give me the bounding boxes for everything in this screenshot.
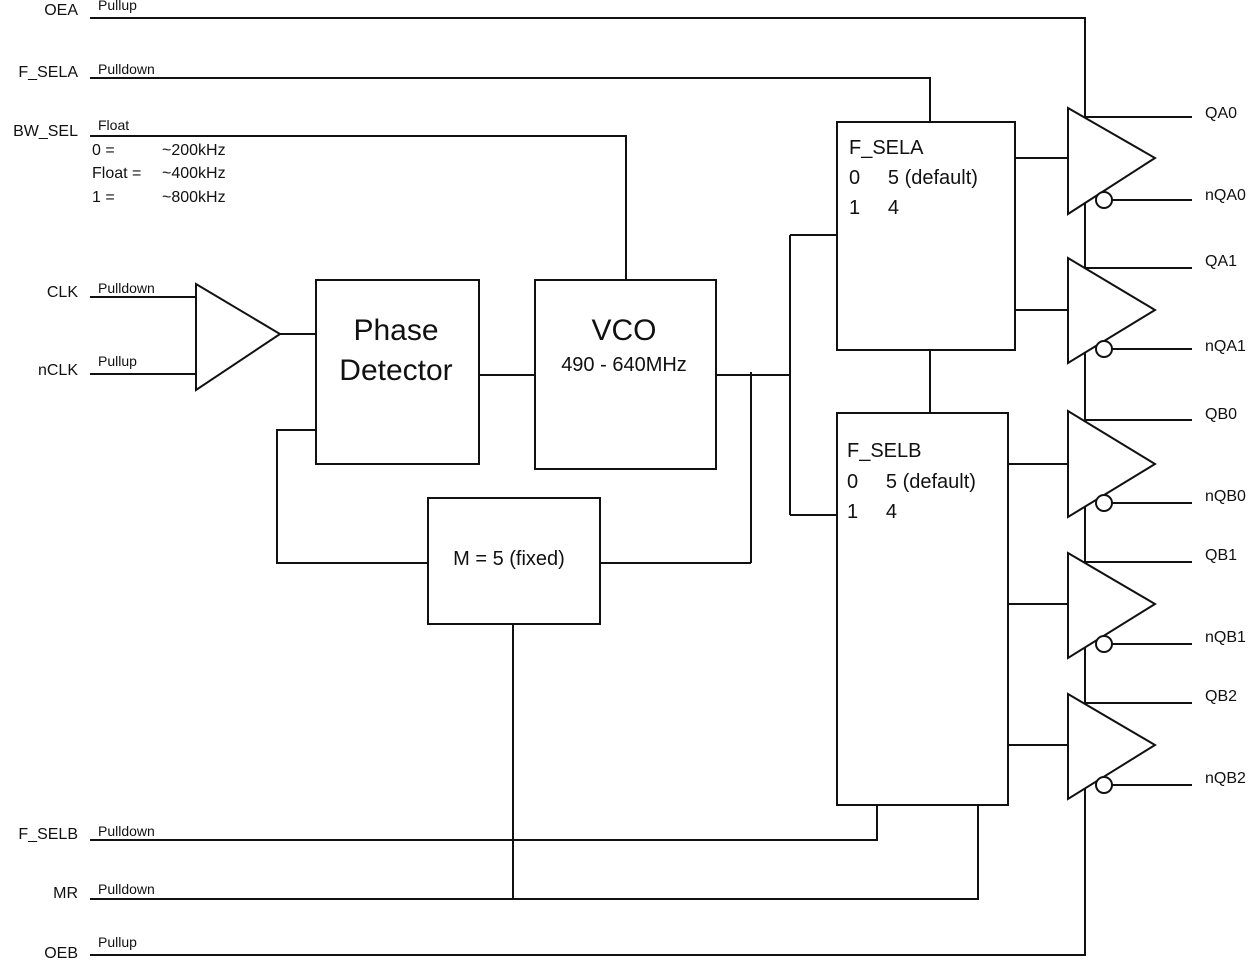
f-sela-block [836,121,1016,351]
mr-pin-label: MR [53,885,78,902]
output-buffer-qa1 [1067,256,1157,365]
vco-label: VCO [591,314,656,347]
qb1-pin-label: QB1 [1205,547,1237,564]
vco-block [534,279,717,470]
nqa0-pin-label: nQA0 [1205,187,1246,204]
bw-sel-row-0-sel: 0 = [92,142,115,159]
oeb-bias-label: Pullup [98,934,137,950]
inversion-bubble-icon [1095,191,1113,209]
divider-label: M = 5 (fixed) [453,548,565,570]
f-sela-pin-label: F_SELA [18,64,78,81]
qb2-pin-label: QB2 [1205,688,1237,705]
inversion-bubble-icon [1095,776,1113,794]
f-sela-block-row-0: 0 5 (default) [849,167,978,189]
oea-pin-label: OEA [44,2,78,19]
bw-sel-row-0-bw: ~200kHz [162,142,226,159]
f-selb-block [836,412,1009,806]
clk-pin-label: CLK [47,284,78,301]
mr-wire [90,805,979,900]
qa1-pin-label: QA1 [1205,253,1237,270]
bw-sel-row-1-bw: ~400kHz [162,165,226,182]
phase-detector-label-2: Detector [339,354,452,387]
bw-sel-bias-label: Float [98,117,129,133]
bw-sel-row-2-bw: ~800kHz [162,189,226,206]
f-selb-block-row-0: 0 5 (default) [847,471,976,493]
output-buffer-qb2 [1067,692,1157,801]
nclk-pin-label: nCLK [38,362,78,379]
f-selb-block-title: F_SELB [847,440,921,462]
f-selb-block-row-1: 1 4 [847,501,897,523]
f-sela-bias-label: Pulldown [98,61,155,77]
f-selb-bias-label: Pulldown [98,823,155,839]
bw-sel-table: 0 = ~200kHz Float = ~400kHz 1 = ~800kHz [92,142,226,206]
inversion-bubble-icon [1095,340,1113,358]
bw-sel-wire [90,135,627,280]
vco-range-label: 490 - 640MHz [561,354,687,376]
nqa1-pin-label: nQA1 [1205,338,1246,355]
inversion-bubble-icon [1095,635,1113,653]
phase-detector-block [315,279,480,465]
f-sela-wire [90,77,931,122]
f-sela-block-title: F_SELA [849,137,924,159]
bw-sel-row-1-sel: Float = [92,165,141,182]
oea-wire [90,17,1086,558]
oea-bias-label: Pullup [98,0,137,13]
f-selb-wire [90,805,878,841]
feedback-divider-block [427,497,601,625]
mr-bias-label: Pulldown [98,881,155,897]
clk-bias-label: Pulldown [98,280,155,296]
bw-sel-pin-label: BW_SEL [13,123,78,140]
f-selb-pin-label: F_SELB [18,826,78,843]
oeb-pin-label: OEB [44,945,78,960]
nclk-bias-label: Pullup [98,353,137,369]
wires [90,17,1192,956]
qb0-pin-label: QB0 [1205,406,1237,423]
nqb2-pin-label: nQB2 [1205,770,1246,787]
output-buffer-qb1 [1067,551,1157,660]
output-buffer-qb0 [1067,409,1157,519]
nqb0-pin-label: nQB0 [1205,488,1246,505]
inversion-bubble-icon [1095,494,1113,512]
bw-sel-row-2-sel: 1 = [92,189,115,206]
phase-detector-label-1: Phase [353,314,438,347]
qa0-pin-label: QA0 [1205,105,1237,122]
f-sela-block-row-1: 1 4 [849,197,899,219]
nqb1-pin-label: nQB1 [1205,629,1246,646]
input-buffer [195,282,282,392]
output-buffer-qa0 [1067,106,1157,216]
